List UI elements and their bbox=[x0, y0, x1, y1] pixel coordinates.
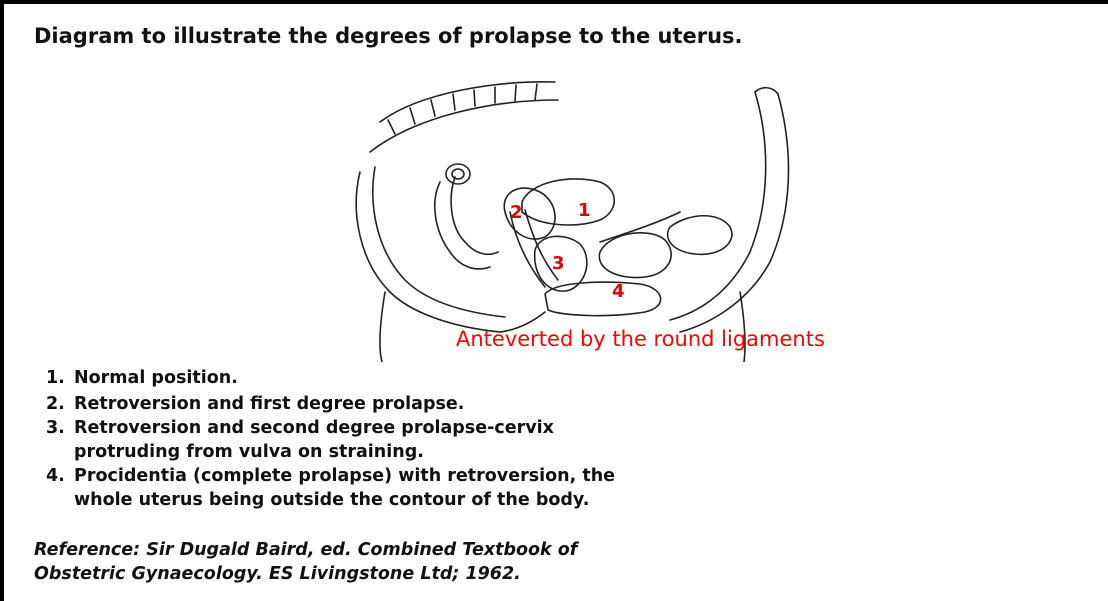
list-item-continuation: protruding from vulva on straining. bbox=[46, 440, 615, 464]
rectum bbox=[435, 182, 490, 269]
list-item: 1. Normal position. bbox=[46, 366, 615, 390]
anterior-abdominal-wall bbox=[670, 92, 766, 320]
spine-outline bbox=[380, 82, 555, 122]
list-item: 2. Retroversion and first degree prolaps… bbox=[46, 392, 615, 416]
pelvic-anatomy-illustration: 1 2 3 4 bbox=[300, 62, 860, 362]
list-item-text: whole uterus being outside the contour o… bbox=[74, 490, 589, 510]
page-title: Diagram to illustrate the degrees of pro… bbox=[34, 24, 743, 48]
list-item-number: 3. bbox=[46, 416, 65, 440]
pubic-bone bbox=[668, 216, 732, 255]
reference-citation: Reference: Sir Dugald Baird, ed. Combine… bbox=[34, 538, 577, 586]
marker-2: 2 bbox=[510, 202, 523, 223]
list-item-text: Normal position. bbox=[74, 368, 238, 388]
list-item-number: 4. bbox=[46, 464, 65, 488]
list-item-number: 2. bbox=[46, 392, 65, 416]
spine-inner bbox=[370, 100, 558, 152]
marker-1: 1 bbox=[578, 200, 591, 221]
list-item-text: Retroversion and second degree prolapse-… bbox=[74, 418, 554, 438]
thigh-outline-left bbox=[380, 292, 385, 362]
anteverted-annotation: Anteverted by the round ligaments bbox=[456, 327, 825, 351]
uterus-position-4 bbox=[545, 282, 661, 315]
list-item-number: 1. bbox=[46, 366, 65, 390]
reference-line: Obstetric Gynaecology. ES Livingstone Lt… bbox=[34, 562, 577, 586]
list-item-text: Procidentia (complete prolapse) with ret… bbox=[74, 466, 615, 486]
list-item: 3. Retroversion and second degree prolap… bbox=[46, 416, 615, 440]
list-item: 4. Procidentia (complete prolapse) with … bbox=[46, 464, 615, 488]
list-item-text: Retroversion and first degree prolapse. bbox=[74, 394, 464, 414]
list-item-continuation: whole uterus being outside the contour o… bbox=[46, 488, 615, 512]
list-item-text: protruding from vulva on straining. bbox=[74, 442, 424, 462]
marker-3: 3 bbox=[552, 253, 565, 274]
reference-line: Reference: Sir Dugald Baird, ed. Combine… bbox=[34, 538, 577, 562]
marker-4: 4 bbox=[612, 281, 625, 302]
legend-list: 1. Normal position. 2. Retroversion and … bbox=[46, 366, 615, 512]
bladder bbox=[599, 233, 671, 278]
uterus-position-1 bbox=[522, 179, 614, 225]
